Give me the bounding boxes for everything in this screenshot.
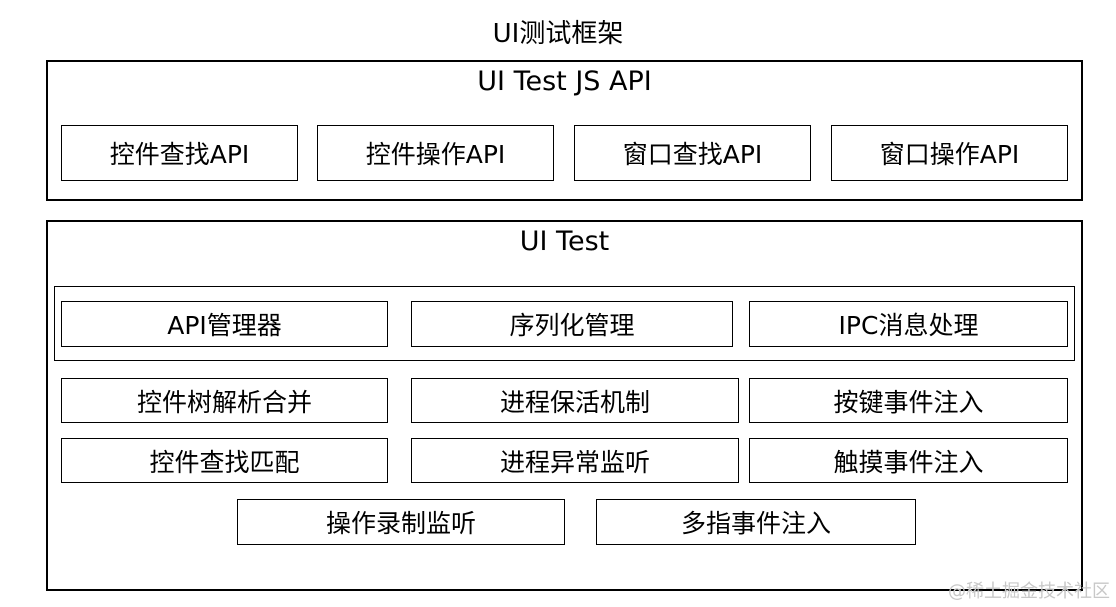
module-serialization: 序列化管理 bbox=[411, 301, 733, 347]
module-process-exception-monitor: 进程异常监听 bbox=[411, 438, 739, 483]
module-api-manager: API管理器 bbox=[61, 301, 388, 347]
module-control-operate-api: 控件操作API bbox=[317, 125, 554, 181]
module-multi-finger-injection: 多指事件注入 bbox=[596, 499, 916, 545]
module-control-find-api: 控件查找API bbox=[61, 125, 298, 181]
js-api-heading: UI Test JS API bbox=[477, 66, 652, 97]
module-widget-tree-merge: 控件树解析合并 bbox=[61, 378, 388, 423]
watermark: @稀土掘金技术社区 bbox=[948, 581, 1110, 602]
module-process-keepalive: 进程保活机制 bbox=[411, 378, 739, 423]
ui-test-heading: UI Test bbox=[519, 226, 610, 257]
module-widget-find-match: 控件查找匹配 bbox=[61, 438, 388, 483]
module-touch-event-injection: 触摸事件注入 bbox=[749, 438, 1068, 483]
module-key-event-injection: 按键事件注入 bbox=[749, 378, 1068, 423]
module-window-find-api: 窗口查找API bbox=[574, 125, 811, 181]
module-ipc-message: IPC消息处理 bbox=[749, 301, 1068, 347]
module-operation-record-monitor: 操作录制监听 bbox=[237, 499, 565, 545]
core-group-frame bbox=[54, 286, 1075, 361]
diagram-title: UI测试框架 bbox=[492, 19, 624, 49]
module-window-operate-api: 窗口操作API bbox=[831, 125, 1068, 181]
